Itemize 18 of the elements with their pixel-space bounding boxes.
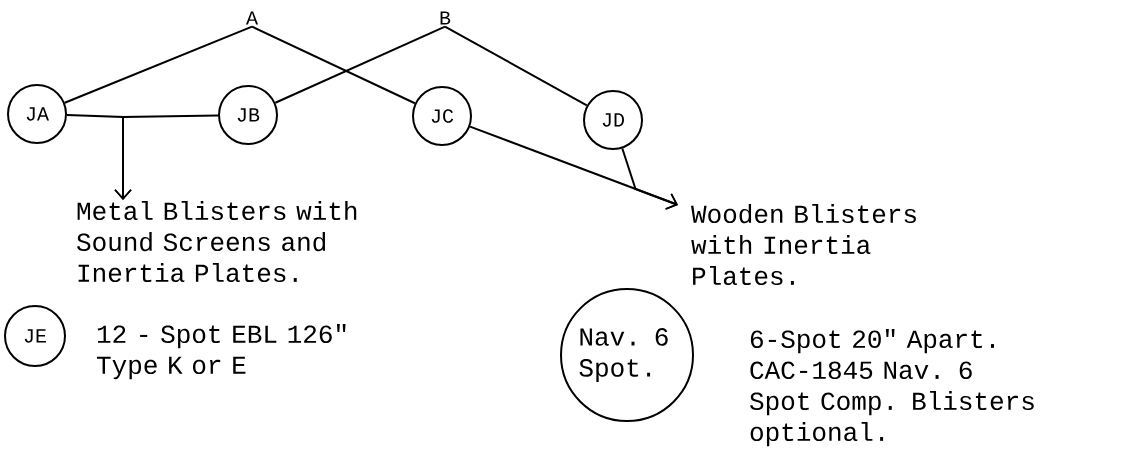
- point-label: B: [440, 11, 451, 25]
- circle-node: JA: [7, 84, 67, 144]
- circle-node: Nav. 6 Spot.: [560, 288, 694, 422]
- note-text: 6-Spot 20" Apart. CAC-1845 Nav. 6 Spot Comp. Blisters optional.: [750, 329, 1034, 447]
- connector: [444, 25, 588, 107]
- point-label: A: [246, 11, 258, 25]
- circle-node: JD: [583, 90, 643, 150]
- note-text: Wooden Blisters with Inertia Plates.: [691, 204, 916, 286]
- connector: [63, 25, 253, 104]
- circle-node: JB: [218, 85, 278, 145]
- connector: [621, 147, 678, 210]
- connector: [274, 25, 446, 104]
- note-text: Metal Blisters with Sound Screens and Inertia Plates.: [77, 201, 357, 283]
- circle-node: JC: [412, 86, 472, 146]
- note-text: 12 - Spot EBL 126" Type K or E: [97, 324, 346, 380]
- circle-node: JE: [4, 305, 66, 367]
- connector: [251, 25, 416, 105]
- connector: [114, 114, 219, 200]
